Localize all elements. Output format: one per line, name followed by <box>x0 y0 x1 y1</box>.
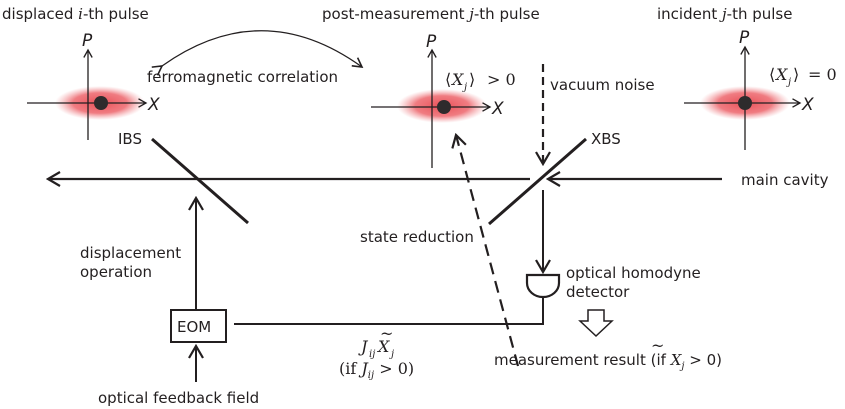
svg-text:ij: ij <box>369 349 375 360</box>
homodyne-detector-label-line2: detector <box>566 283 630 301</box>
phase-space-post-measurement: P X ⟨ X j ⟩ > 0 <box>371 32 516 168</box>
svg-text:⟩: ⟩ <box>793 65 799 84</box>
pulse-mean-dot <box>738 96 752 110</box>
p-axis-label: P <box>426 32 437 52</box>
svg-text:j: j <box>786 77 791 88</box>
incident-pulse-title: incident j-th pulse <box>657 5 792 23</box>
feedback-electrical-line <box>234 297 544 325</box>
x-axis-label: X <box>491 99 504 119</box>
post-expectation-value: ⟨ X j ⟩ > 0 <box>445 70 516 93</box>
incident-expectation-value: ⟨ X j ⟩ = 0 <box>769 65 837 88</box>
displacement-operation-label-line1: displacement <box>80 244 181 262</box>
svg-text:j: j <box>389 349 394 360</box>
p-axis-label: P <box>739 28 750 48</box>
eom-box <box>170 309 227 343</box>
ibs-label: IBS <box>118 130 142 148</box>
svg-text:X: X <box>450 70 464 89</box>
svg-text:X: X <box>774 65 788 84</box>
state-reduction-label: state reduction <box>360 228 474 246</box>
state-reduction-arrow <box>456 135 520 367</box>
svg-text:X: X <box>376 337 390 356</box>
pulse-mean-dot <box>94 96 108 110</box>
feedback-term: J ij X ~ j <box>358 324 394 360</box>
feedback-condition: (if Jij > 0) <box>339 359 414 381</box>
phase-space-displaced: P X <box>27 31 160 140</box>
svg-text:⟨: ⟨ <box>445 70 451 89</box>
p-axis-label: P <box>82 31 93 51</box>
pulse-mean-dot <box>437 100 451 114</box>
svg-text:⟨: ⟨ <box>769 65 775 84</box>
homodyne-detector-label-line1: optical homodyne <box>566 264 701 282</box>
xbs-beam-splitter <box>488 137 587 226</box>
measurement-result-arrow-icon <box>578 309 614 338</box>
xbs-label: XBS <box>591 130 621 148</box>
svg-text:= 0: = 0 <box>808 65 837 84</box>
svg-text:~: ~ <box>380 324 393 343</box>
ferromagnetic-correlation-arrow <box>151 30 364 76</box>
post-measurement-pulse-title: post-measurement j-th pulse <box>322 5 540 23</box>
eom-label: EOM <box>177 318 211 336</box>
x-axis-label: X <box>147 95 160 115</box>
phase-space-incident: P X ⟨ X j ⟩ = 0 <box>684 28 837 150</box>
optical-feedback-field-label: optical feedback field <box>98 389 259 407</box>
displacement-operation-label-line2: operation <box>80 263 152 281</box>
homodyne-detector-icon <box>525 273 561 299</box>
measurement-tilde: ~ <box>651 336 664 355</box>
measurement-result-label: measurement result (if Xj > 0) <box>494 351 722 372</box>
svg-text:> 0: > 0 <box>487 70 516 89</box>
displaced-pulse-title: displaced i-th pulse <box>2 5 149 23</box>
vacuum-noise-label: vacuum noise <box>550 76 655 94</box>
svg-text:J: J <box>358 337 369 356</box>
main-cavity-label: main cavity <box>741 171 829 189</box>
svg-text:⟩: ⟩ <box>469 70 475 89</box>
ibs-beam-splitter <box>151 137 249 225</box>
svg-text:j: j <box>462 82 467 93</box>
ferromagnetic-correlation-label: ferromagnetic correlation <box>147 68 338 86</box>
x-axis-label: X <box>801 95 814 115</box>
